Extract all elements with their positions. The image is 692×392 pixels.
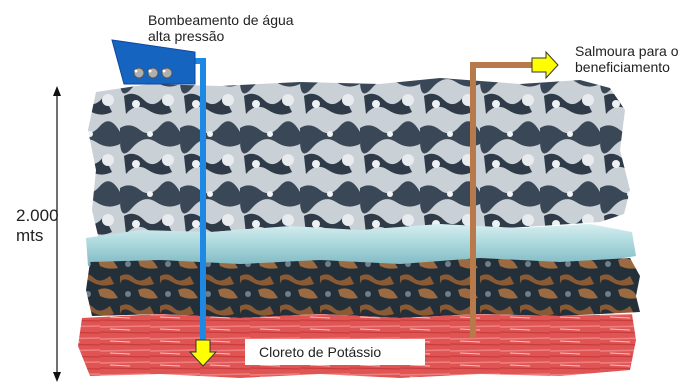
depth-label: 2.000 mts <box>16 206 59 246</box>
depth-value: 2.000 <box>16 206 59 225</box>
depth-scale-arrow <box>53 86 61 382</box>
brine-pipe <box>470 50 559 338</box>
brine-label: Salmoura para o beneficiamento <box>575 43 679 75</box>
water-layer <box>86 224 636 266</box>
caprock-layer <box>88 78 630 244</box>
pump-icon <box>111 39 196 85</box>
pump-label: Bombeamento de água alta pressão <box>148 12 294 44</box>
dark-rock-layer <box>86 258 640 318</box>
potash-label: Cloreto de Potássio <box>259 344 382 360</box>
brine-label-line2: beneficiamento <box>575 59 670 75</box>
injection-pipe <box>188 58 218 367</box>
pump-label-line1: Bombeamento de água <box>148 12 294 28</box>
potash-label-box: Cloreto de Potássio <box>245 339 425 365</box>
depth-unit: mts <box>16 226 44 245</box>
brine-label-line1: Salmoura para o <box>575 43 679 59</box>
pump-label-line2: alta pressão <box>148 28 225 44</box>
